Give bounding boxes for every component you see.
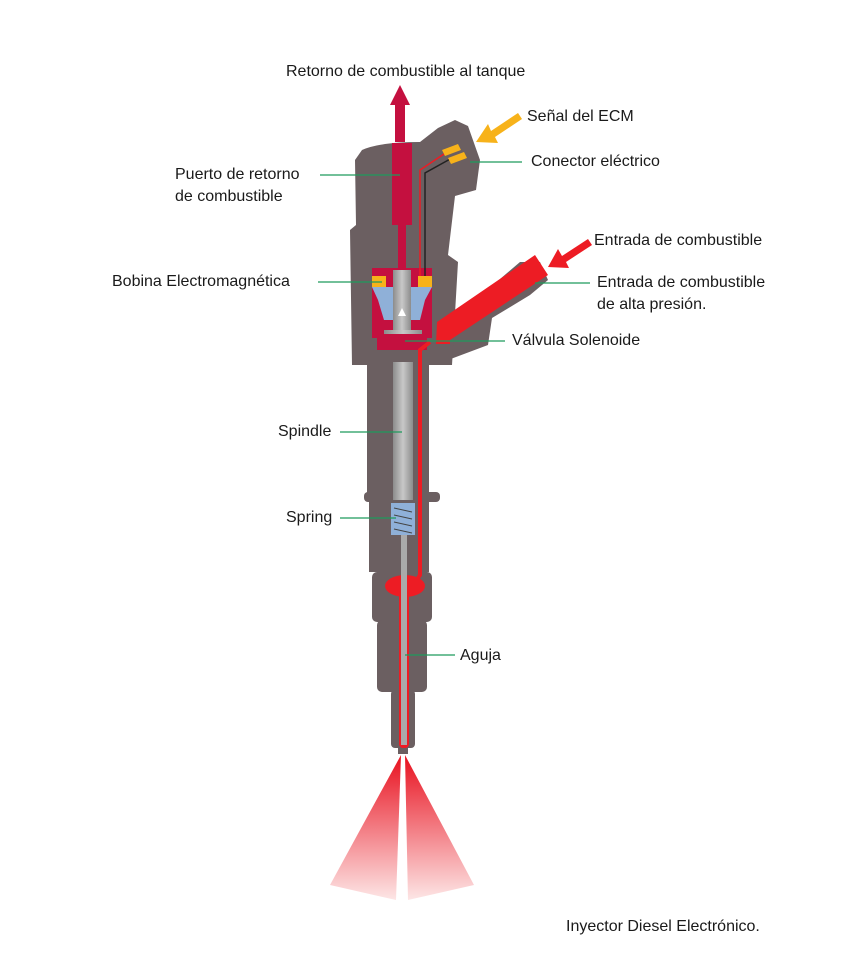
coil-right xyxy=(418,276,432,287)
label-fuel-inlet: Entrada de combustible xyxy=(594,232,763,249)
connector-pin xyxy=(448,152,467,164)
label-spring: Spring xyxy=(286,509,333,526)
label-coil: Bobina Electromagnética xyxy=(112,273,290,290)
label-hp-inlet: Entrada de combustible de alta presión. xyxy=(597,272,765,316)
return-arrow xyxy=(390,85,410,142)
label-ecm-signal: Señal del ECM xyxy=(527,108,634,125)
spray-left xyxy=(330,755,401,900)
label-return-port-line1: Puerto de retorno xyxy=(175,166,300,183)
fuel-inlet-channel xyxy=(436,255,548,344)
label-connector: Conector eléctrico xyxy=(531,153,660,170)
injector-body xyxy=(350,120,548,754)
ecm-signal-arrow xyxy=(476,113,522,143)
wire-black xyxy=(424,157,453,276)
spindle xyxy=(393,362,413,500)
armature xyxy=(393,270,411,332)
label-return-port: Puerto de retorno de combustible xyxy=(175,164,300,208)
connector-pin xyxy=(442,144,461,156)
label-return-port-line2: de combustible xyxy=(175,188,283,205)
label-spindle: Spindle xyxy=(278,423,332,440)
label-solenoid-valve: Válvula Solenoide xyxy=(512,332,641,349)
label-needle: Aguja xyxy=(460,647,501,664)
fuel-inlet-arrow xyxy=(548,239,592,268)
spray-right xyxy=(405,755,474,900)
label-hp-inlet-line2: de alta presión. xyxy=(597,296,707,313)
label-return-to-tank: Retorno de combustible al tanque xyxy=(286,63,526,80)
diagram-caption: Inyector Diesel Electrónico. xyxy=(566,918,760,935)
needle xyxy=(401,535,407,745)
label-hp-inlet-line1: Entrada de combustible xyxy=(597,274,766,291)
wire-red xyxy=(419,151,448,276)
leader-lines xyxy=(318,161,590,656)
